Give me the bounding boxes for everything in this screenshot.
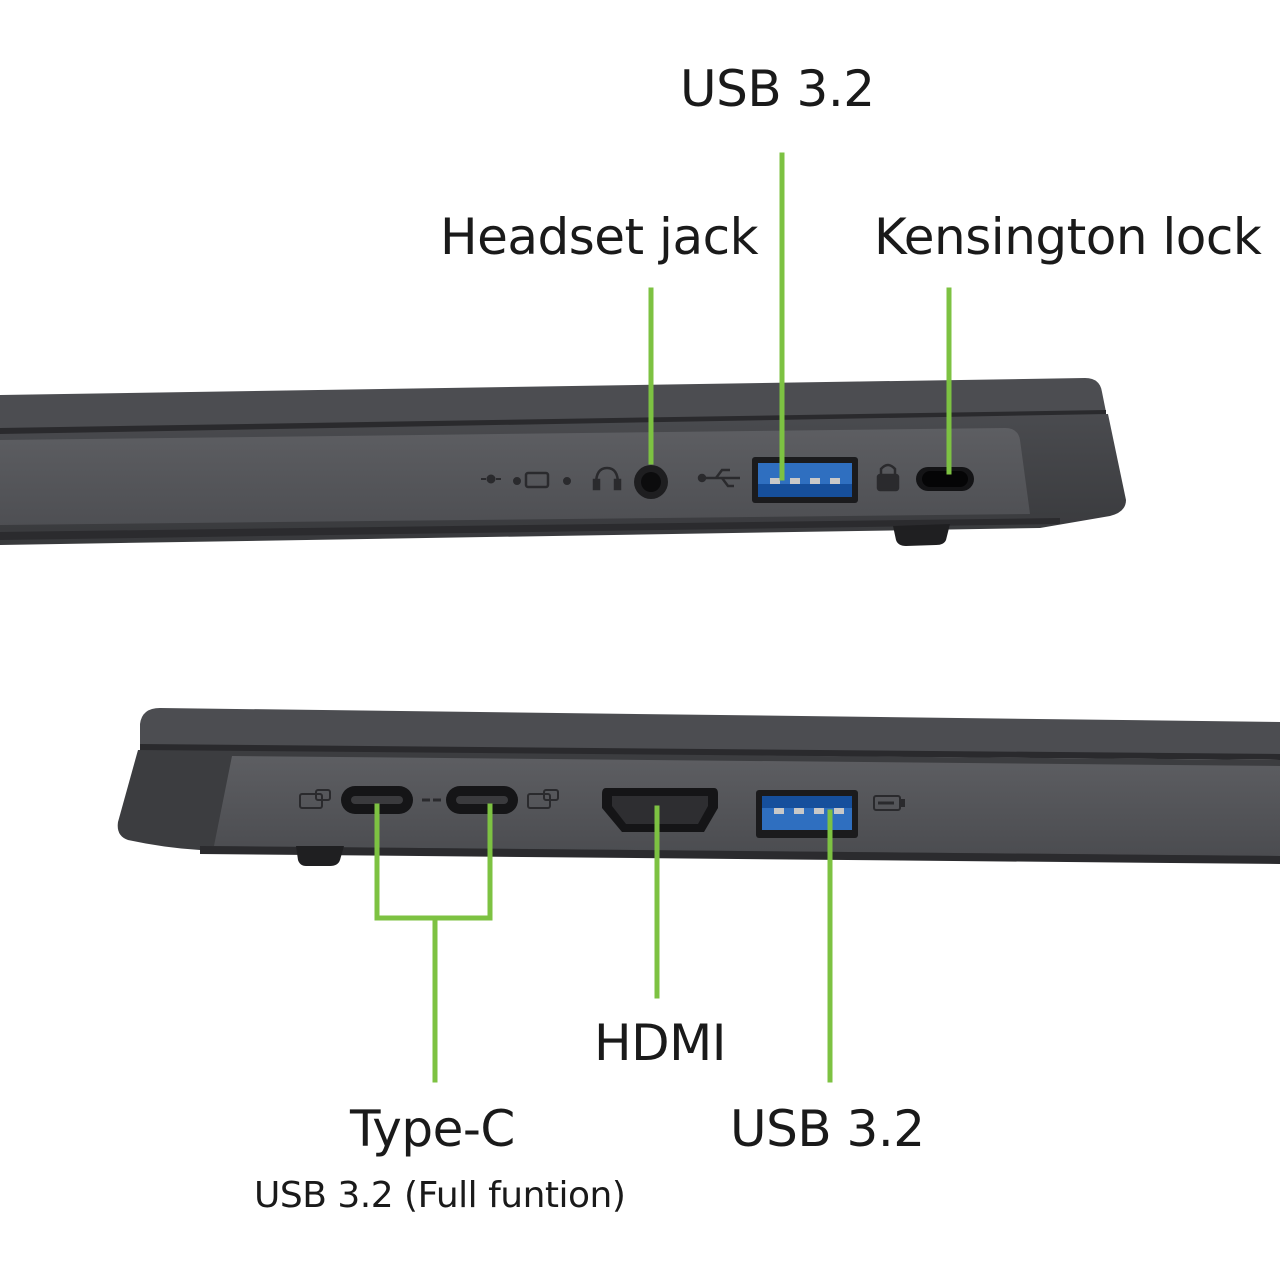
lid-edge-2 [140,708,1280,756]
usb-charge-icon [873,795,905,811]
usb-a-port-bottom [756,790,858,838]
callout-lines [374,152,952,1083]
lid-edge [0,378,1106,430]
status-indicator-icons [481,471,571,489]
label-kensington-lock: Kensington lock [874,208,1262,266]
headset-icon [592,466,622,491]
led-dot-2 [563,477,571,485]
usb-a-port-top [752,457,858,503]
label-type-c: Type-C [350,1100,515,1158]
led-dot [513,477,521,485]
base-shadow-2 [200,846,1280,864]
lid-seam-2 [140,744,1280,760]
usb-icon [697,468,740,488]
label-type-c-subtitle: USB 3.2 (Full funtion) [254,1175,626,1216]
usb-c-icon-left [299,789,331,809]
lock-icon [876,463,900,492]
label-usb-bottom: USB 3.2 [730,1100,925,1158]
laptop-right-side [0,378,1126,546]
label-usb-top: USB 3.2 [680,60,875,118]
label-headset-jack: Headset jack [440,208,759,266]
hdmi-port [602,788,718,832]
usb-c-icon-right [527,789,559,809]
port-face-2 [214,756,1280,856]
rubber-foot [893,524,950,546]
laptop-left-side [117,708,1280,866]
label-hdmi: HDMI [594,1014,726,1072]
base-shadow [0,518,1060,540]
power-indicator-icon [486,474,496,484]
port-face [0,428,1030,525]
battery-indicator-icon [524,471,550,489]
rubber-foot-2 [296,846,344,866]
